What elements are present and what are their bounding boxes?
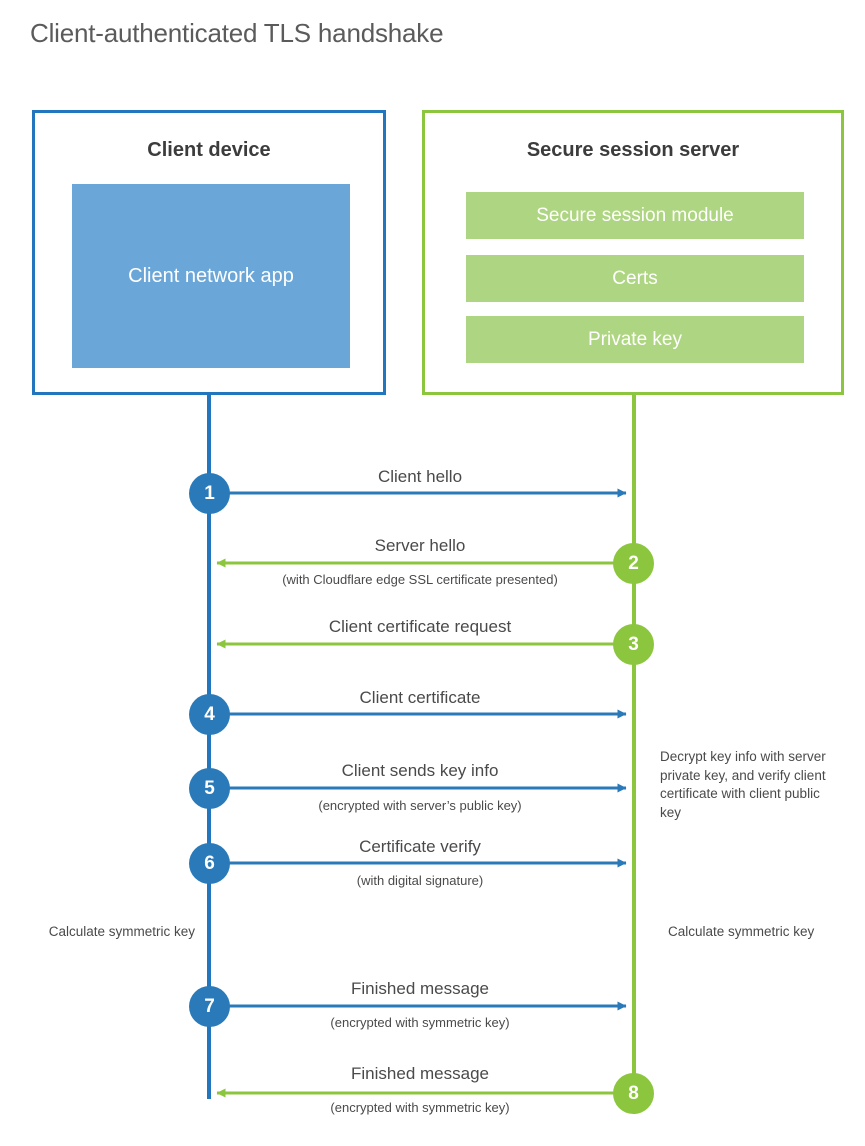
server-module-certs: Certs [466, 255, 804, 302]
client-device-title: Client device [147, 139, 271, 161]
step-label-2: Server hello [374, 536, 466, 555]
note-calculate-symmetric-key-client: Calculate symmetric key [48, 924, 195, 939]
client-network-app-block: Client network app [72, 184, 350, 368]
page-title: Client-authenticated TLS handshake [30, 18, 444, 48]
client-lifeline [207, 393, 211, 1099]
step-label-3: Client certificate request [328, 617, 512, 636]
step-label-1: Client hello [377, 467, 463, 486]
step-label-7: Finished message [351, 979, 489, 998]
secure-session-server-box: Secure session server Secure session mod… [422, 110, 844, 395]
step-label-5: Client sends key info [341, 761, 499, 780]
step-sublabel-8: (encrypted with symmetric key) [330, 1100, 510, 1115]
server-module-private-key: Private key [466, 316, 804, 363]
step-sublabel-5: (encrypted with server’s public key) [318, 798, 522, 813]
step-label-6: Certificate verify [359, 837, 481, 856]
step-circle-5[interactable]: 5 [189, 768, 230, 809]
step-label-4: Client certificate [359, 688, 481, 707]
step-circle-1[interactable]: 1 [189, 473, 230, 514]
step-label-8: Finished message [351, 1064, 489, 1083]
step-circle-8[interactable]: 8 [613, 1073, 654, 1114]
step-sublabel-6: (with digital signature) [356, 873, 484, 888]
note-calculate-symmetric-key-server: Calculate symmetric key [668, 924, 815, 939]
server-lifeline [632, 393, 636, 1093]
step-circle-2[interactable]: 2 [613, 543, 654, 584]
note-decrypt-key-info: Decrypt key info with server private key… [660, 749, 826, 820]
step-circle-4[interactable]: 4 [189, 694, 230, 735]
server-module-secure-session-module: Secure session module [466, 192, 804, 239]
step-sublabel-7: (encrypted with symmetric key) [330, 1015, 510, 1030]
client-device-box: Client device Client network app [32, 110, 386, 395]
step-circle-7[interactable]: 7 [189, 986, 230, 1027]
step-circle-3[interactable]: 3 [613, 624, 654, 665]
step-circle-6[interactable]: 6 [189, 843, 230, 884]
secure-session-server-title: Secure session server [526, 139, 740, 161]
step-sublabel-2: (with Cloudflare edge SSL certificate pr… [282, 572, 558, 587]
